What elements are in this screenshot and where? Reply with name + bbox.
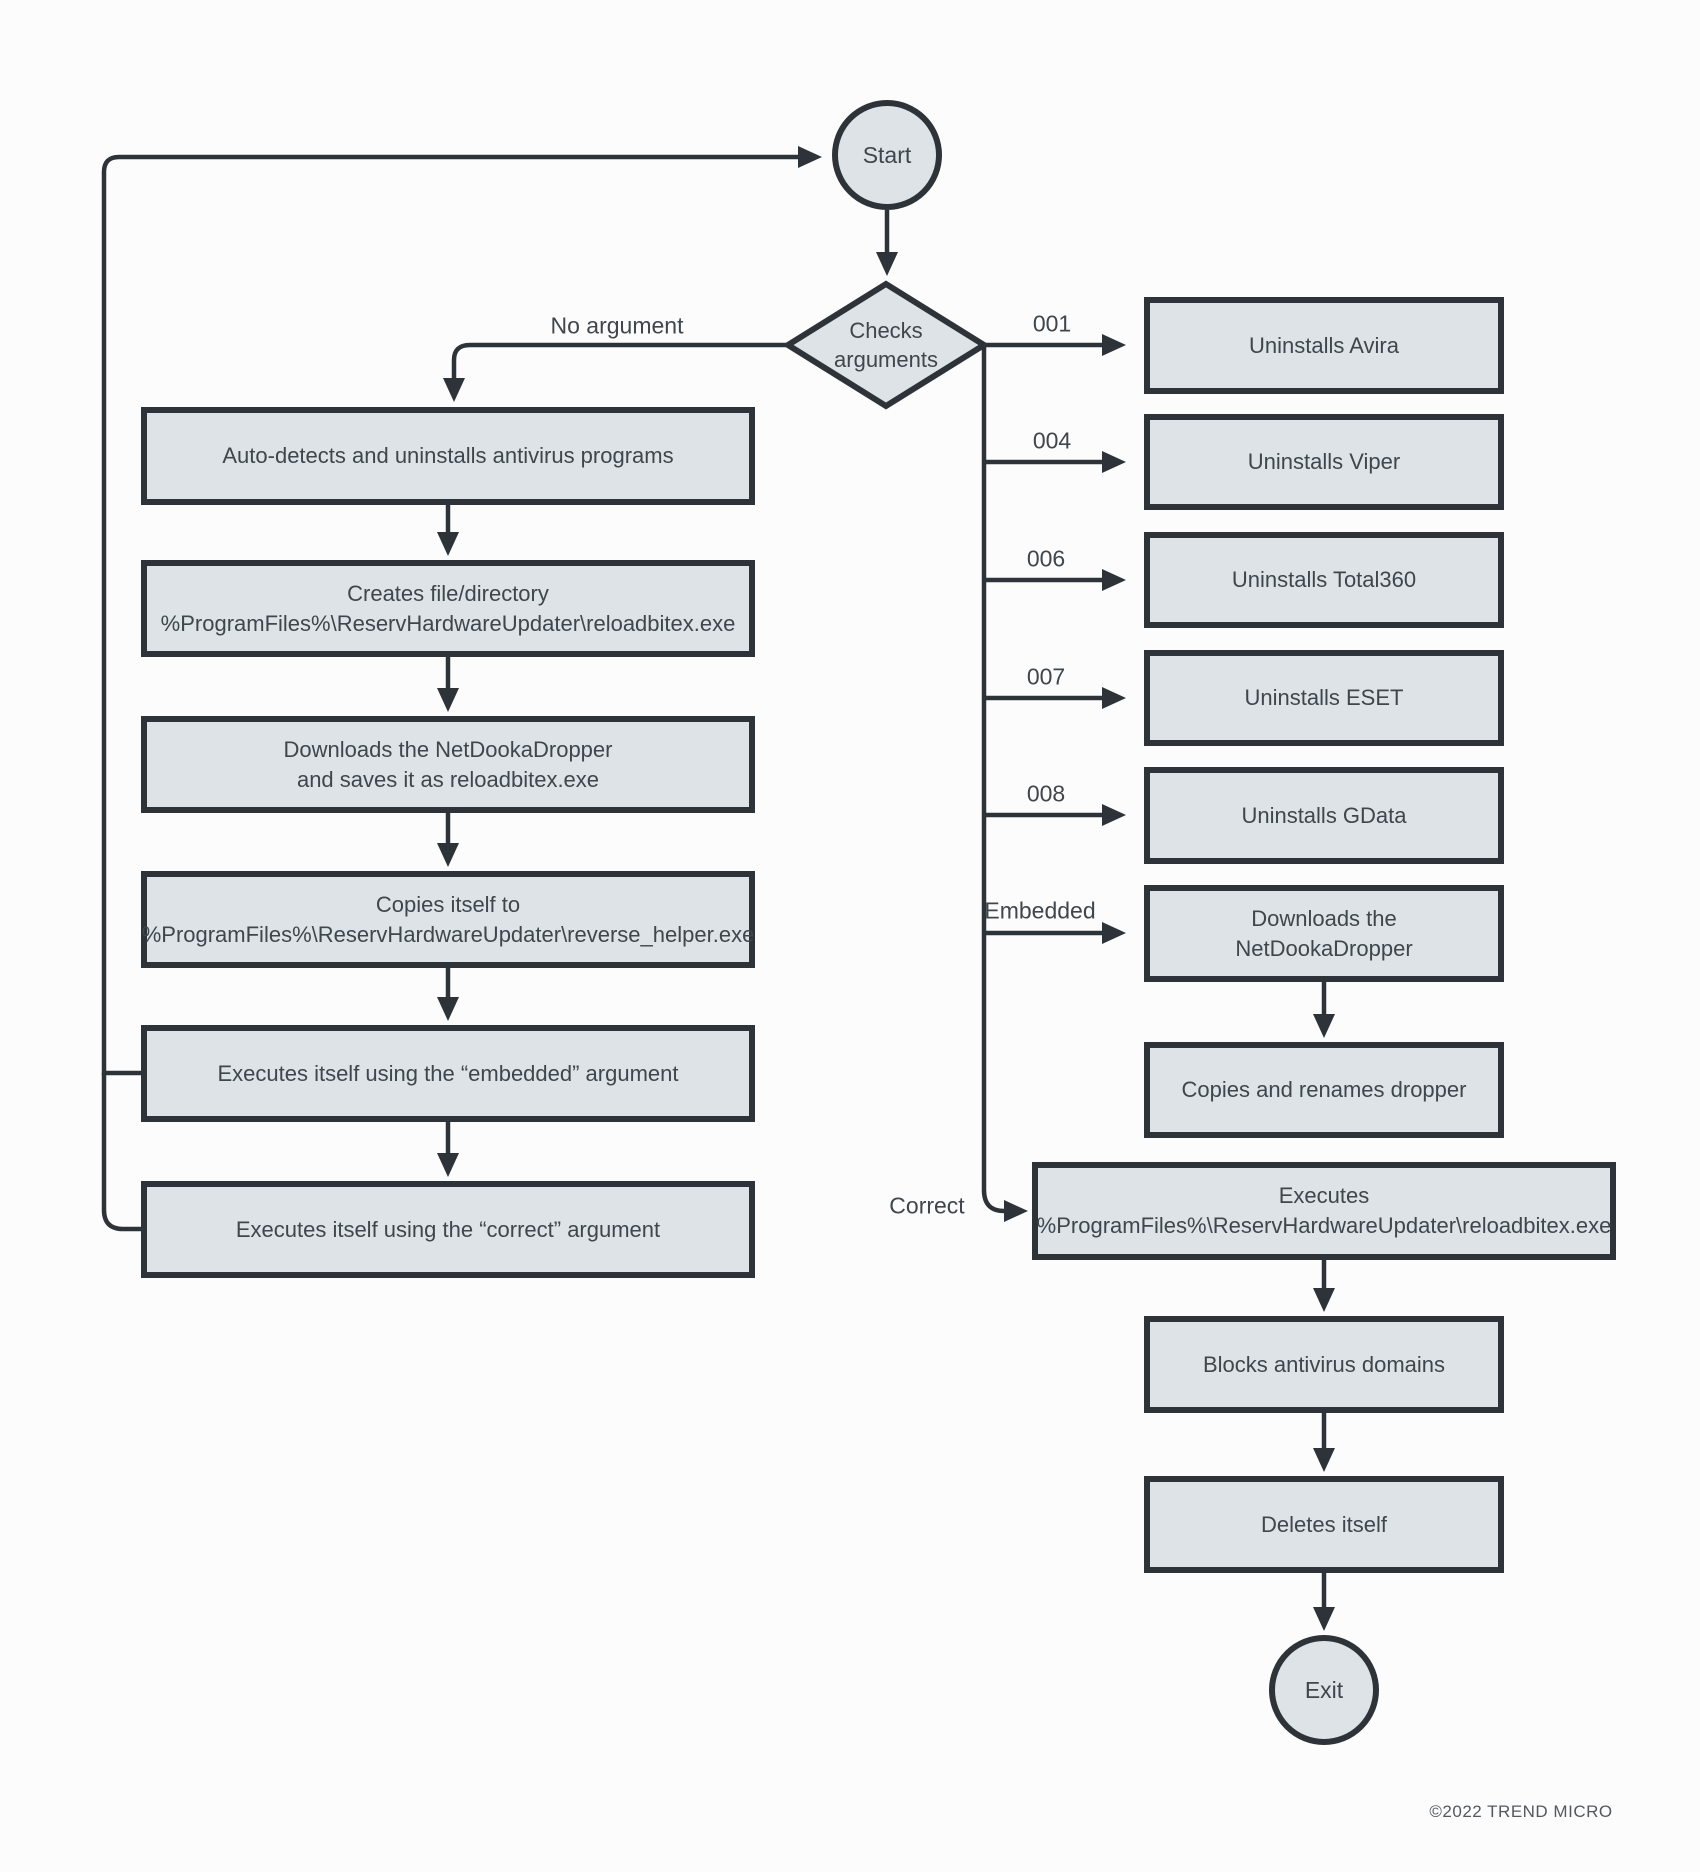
node-label-line: Uninstalls Avira xyxy=(1249,332,1399,358)
label-no-argument: No argument xyxy=(550,312,684,339)
edge-loop-back-to-start xyxy=(101,146,822,1076)
start-label: Start xyxy=(862,142,912,168)
node-uninstalls-total360: Uninstalls Total360 xyxy=(1144,532,1504,628)
node-label-line: Uninstalls Total360 xyxy=(1231,567,1417,592)
exit-terminator: Exit xyxy=(1269,1635,1379,1745)
node-executes-embedded: Executes itself using the “embedded” arg… xyxy=(141,1025,755,1122)
decision-diamond-shape xyxy=(782,280,990,410)
label-correct: Correct xyxy=(889,1192,965,1219)
node-uninstalls-gdata: Uninstalls GData xyxy=(1144,767,1504,864)
node-downloads-dropper-saves: Downloads the NetDookaDropper and saves … xyxy=(141,716,755,813)
label-007: 007 xyxy=(1026,663,1066,690)
node-copies-renames-dropper: Copies and renames dropper xyxy=(1144,1042,1504,1138)
node-label-line: %ProgramFiles%\ReservHardwareUpdater\rel… xyxy=(160,610,736,636)
node-label-line: and saves it as reloadbitex.exe xyxy=(296,766,600,792)
label-004: 004 xyxy=(1032,427,1072,454)
node-label-line: Copies itself to xyxy=(375,891,521,917)
node-label-line: Uninstalls GData xyxy=(1241,802,1407,828)
edge-no-argument xyxy=(443,342,786,402)
exit-label: Exit xyxy=(1304,1677,1344,1703)
decision-label-line: arguments xyxy=(834,347,938,372)
node-label-line: Uninstalls Viper xyxy=(1247,449,1401,474)
node-deletes-itself: Deletes itself xyxy=(1144,1476,1504,1573)
label-008: 008 xyxy=(1026,780,1066,807)
node-downloads-netdooka-dropper: Downloads the NetDookaDropper xyxy=(1144,885,1504,982)
copyright-text: ©2022 TREND MICRO xyxy=(1429,1802,1613,1821)
decision-checks-arguments: Checks arguments xyxy=(834,316,938,374)
node-label-line: Executes itself using the “embedded” arg… xyxy=(217,1060,679,1086)
node-auto-detects: Auto-detects and uninstalls antivirus pr… xyxy=(141,407,755,505)
label-001: 001 xyxy=(1032,310,1072,337)
node-label-line: Auto-detects and uninstalls antivirus pr… xyxy=(222,443,674,468)
node-label-line: Deletes itself xyxy=(1261,1511,1387,1537)
edge-executes-correct-to-loop xyxy=(101,1073,141,1232)
label-embedded: Embedded xyxy=(984,897,1096,924)
start-terminator: Start xyxy=(832,100,942,210)
node-label-line: Downloads the NetDookaDropper xyxy=(1235,905,1413,961)
node-uninstalls-avira: Uninstalls Avira xyxy=(1144,297,1504,394)
node-label-line: %ProgramFiles%\ReservHardwareUpdater\rel… xyxy=(1036,1213,1612,1238)
node-label-line: Executes itself using the “correct” argu… xyxy=(235,1216,661,1242)
node-uninstalls-eset: Uninstalls ESET xyxy=(1144,650,1504,746)
node-label-line: Uninstalls ESET xyxy=(1244,685,1404,710)
node-executes-reloadbitex: Executes %ProgramFiles%\ReservHardwareUp… xyxy=(1032,1162,1616,1260)
edge-correct-branch xyxy=(981,345,1028,1222)
label-006: 006 xyxy=(1026,545,1066,572)
node-blocks-antivirus-domains: Blocks antivirus domains xyxy=(1144,1316,1504,1413)
node-executes-correct: Executes itself using the “correct” argu… xyxy=(141,1181,755,1278)
node-label-line: Copies and renames dropper xyxy=(1181,1077,1467,1102)
node-uninstalls-viper: Uninstalls Viper xyxy=(1144,414,1504,510)
node-label-line: Executes xyxy=(1278,1183,1370,1208)
node-label-line: Creates file/directory xyxy=(347,580,549,606)
node-copies-itself: Copies itself to %ProgramFiles%\ReservHa… xyxy=(141,871,755,968)
node-creates-file-directory: Creates file/directory %ProgramFiles%\Re… xyxy=(141,560,755,657)
node-label-line: %ProgramFiles%\ReservHardwareUpdater\rev… xyxy=(141,921,755,947)
decision-label-line: Checks xyxy=(849,318,923,343)
node-label-line: Downloads the NetDookaDropper xyxy=(283,736,613,762)
node-label-line: Blocks antivirus domains xyxy=(1202,1351,1446,1377)
